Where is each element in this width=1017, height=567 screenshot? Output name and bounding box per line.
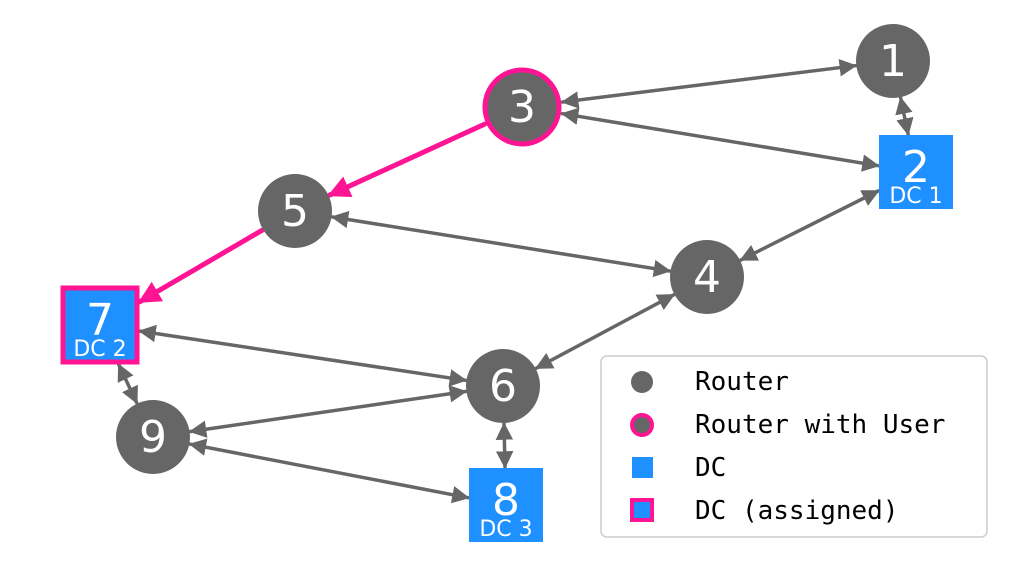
dc-sublabel: DC 1 [889, 184, 942, 209]
edge-6-8 [495, 422, 514, 469]
legend-item-dc-assigned: DC (assigned) [630, 496, 899, 526]
node-label: 7 [86, 295, 114, 346]
edge-1-2 [895, 96, 914, 136]
legend-dc-assigned-label: DC (assigned) [695, 496, 899, 526]
node-7: 7DC 2 [60, 285, 140, 365]
edge-2-4 [739, 189, 880, 262]
node-6: 6 [466, 349, 540, 423]
node-4: 4 [670, 240, 744, 314]
router-node-shape [856, 24, 930, 98]
dc-sublabel: DC 3 [479, 517, 532, 542]
legend: Router Router with User DC DC (assigned) [600, 355, 988, 538]
legend-item-router-with-user: Router with User [630, 410, 945, 440]
dc-node-shape [469, 468, 543, 542]
legend-dc-icon [632, 457, 653, 478]
router-node-shape [670, 240, 744, 314]
legend-router-label: Router [695, 367, 789, 397]
dc-node-shape [60, 285, 140, 365]
edge-3-2 [560, 107, 880, 172]
edge-5-4 [330, 210, 672, 278]
node-label: 1 [879, 36, 907, 87]
legend-item-router: Router [631, 367, 789, 397]
node-label: 5 [281, 186, 309, 237]
edge-4-6 [534, 293, 676, 370]
legend-router-icon [631, 371, 653, 393]
node-9: 9 [116, 400, 190, 474]
legend-router-with-user-label: Router with User [695, 410, 945, 440]
edge-9-6 [188, 385, 468, 438]
node-label: 2 [902, 142, 930, 193]
node-2: 2DC 1 [879, 135, 953, 209]
node-5: 5 [258, 174, 332, 248]
router-node-shape [258, 174, 332, 248]
node-8: 8DC 3 [469, 468, 543, 542]
node-label: 3 [508, 82, 536, 133]
router-node-shape [116, 400, 190, 474]
legend-frame [600, 355, 988, 538]
edge-9-8 [188, 438, 470, 504]
legend-dc-label: DC [695, 453, 726, 483]
node-label: 8 [492, 475, 520, 526]
legend-dc-assigned-icon [630, 498, 654, 522]
node-label: 9 [139, 412, 167, 463]
node-label: 6 [489, 361, 517, 412]
node-3: 3 [482, 67, 562, 147]
router-node-shape [482, 67, 562, 147]
router-node-shape [466, 349, 540, 423]
edge-7-9 [117, 363, 139, 405]
edge-1-3 [560, 58, 858, 109]
dc-node-shape [879, 135, 953, 209]
legend-item-dc: DC [632, 453, 726, 483]
edge-5-7 [137, 227, 265, 305]
dc-sublabel: DC 2 [73, 337, 126, 362]
edge-7-6 [138, 324, 468, 387]
node-1: 1 [856, 24, 930, 98]
edge-3-5 [327, 121, 488, 198]
node-label: 4 [693, 252, 721, 303]
legend-router-with-user-icon [630, 413, 654, 437]
edges-layer [117, 58, 914, 504]
